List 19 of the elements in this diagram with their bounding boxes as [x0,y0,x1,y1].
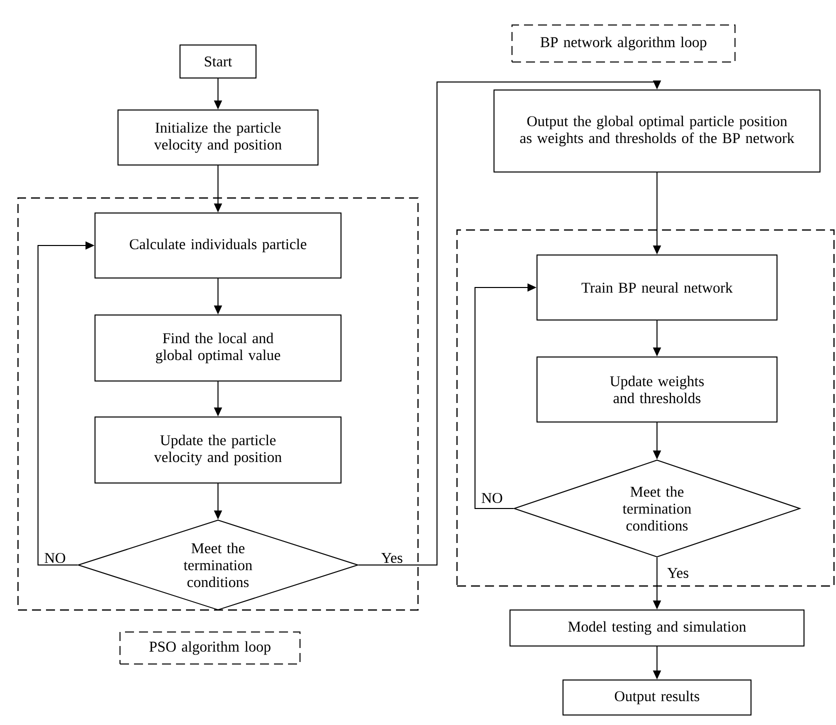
dashed-region [17,197,419,611]
dashed-region [456,229,835,587]
process-box: Update the particle velocity and position [94,416,342,484]
edge-label: NO [43,552,67,564]
loop-label: PSO algorithm loop [120,632,300,664]
process-box: Update weights and thresholds [536,356,778,422]
process-box: Train BP neural network [536,254,778,320]
loop-label: BP network algorithm loop [512,24,736,62]
process-box: Initialize the particle velocity and position [118,110,318,166]
process-box: Output results [562,680,752,716]
process-box: Model testing and simulation [510,610,804,646]
process-box: Calculate individuals particle [94,212,342,278]
process-box: Start [180,44,256,78]
edge-label: Yes [380,552,404,564]
process-box: Output the global optimal particle position as weights and thresholds of the BP network [494,90,820,172]
process-box: Find the local and global optimal value [94,314,342,382]
edge-label: Yes [666,567,690,579]
arrow [358,80,662,566]
edge-label: NO [480,492,504,504]
